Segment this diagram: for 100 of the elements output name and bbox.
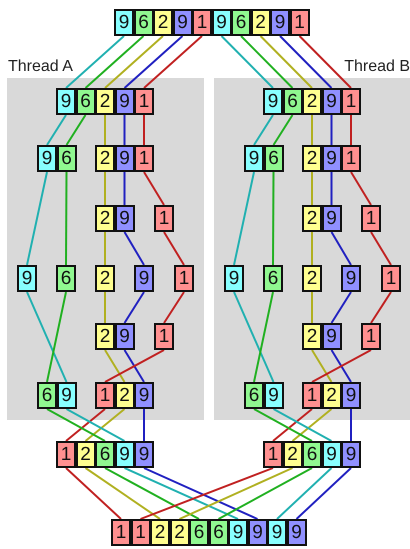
connector-line xyxy=(260,35,313,89)
digit-box: 2 xyxy=(302,265,322,292)
connector-line xyxy=(84,35,144,89)
digit-box: 6 xyxy=(37,382,57,409)
digit-box: 2 xyxy=(95,145,115,172)
digit-box: 1 xyxy=(134,88,154,115)
connector-line xyxy=(26,172,48,266)
digit-box: 9 xyxy=(56,88,76,115)
digit-box: 1 xyxy=(263,441,283,468)
digit-box: 9 xyxy=(270,9,290,36)
digit-box: 6 xyxy=(189,519,209,546)
connector-line xyxy=(104,349,164,383)
connector-line xyxy=(330,115,332,145)
connector-line xyxy=(143,115,145,145)
connector-line xyxy=(124,232,145,266)
digit-box: 2 xyxy=(114,382,134,409)
connector-line xyxy=(350,171,372,206)
connector-line xyxy=(163,291,185,324)
connector-line xyxy=(220,35,274,89)
digit-box: 6 xyxy=(282,88,302,115)
digit-box: 2 xyxy=(302,323,322,350)
connector-line xyxy=(311,349,332,383)
connector-line xyxy=(272,114,294,146)
digit-box: 9 xyxy=(264,382,284,409)
connector-line xyxy=(233,172,255,266)
connector-line xyxy=(311,115,313,145)
connector-line xyxy=(124,172,126,205)
digit-box: 9 xyxy=(172,9,192,36)
digit-box: 9 xyxy=(114,205,134,232)
connector-line xyxy=(124,467,238,520)
connector-line xyxy=(179,467,293,520)
connector-line xyxy=(104,292,106,323)
digit-box: 9 xyxy=(322,88,342,115)
digit-box: 9 xyxy=(341,382,361,409)
digit-box: 2 xyxy=(153,9,173,36)
connector-line xyxy=(143,409,145,441)
connector-line xyxy=(124,35,184,89)
digit-box: 2 xyxy=(95,265,115,292)
connector-line xyxy=(233,292,274,382)
connector-line xyxy=(273,408,332,442)
digit-box: 9 xyxy=(114,323,134,350)
digit-box: 6 xyxy=(208,519,228,546)
digit-box: 1 xyxy=(341,88,361,115)
digit-box: 6 xyxy=(134,9,154,36)
digit-box: 9 xyxy=(134,382,154,409)
digit-box: 1 xyxy=(302,382,322,409)
digit-box: 9 xyxy=(114,88,134,115)
digit-box: 1 xyxy=(174,265,194,292)
connector-line xyxy=(370,231,392,266)
connector-line xyxy=(370,291,392,324)
digit-box: 1 xyxy=(341,145,361,172)
digit-box: 1 xyxy=(154,205,174,232)
connector-line xyxy=(240,35,294,89)
connector-line xyxy=(65,35,125,89)
digit-box: 9 xyxy=(56,382,76,409)
connector-line xyxy=(65,172,68,265)
connector-line xyxy=(330,349,352,383)
connector-line xyxy=(298,35,352,89)
connector-line xyxy=(104,35,164,89)
thread-panel xyxy=(7,56,204,420)
digit-box: 9 xyxy=(267,519,287,546)
connector-line xyxy=(330,172,332,205)
panel-title: Thread B xyxy=(344,57,410,76)
digit-box: 9 xyxy=(341,265,361,292)
connector-line xyxy=(272,408,313,442)
digit-box: 6 xyxy=(95,441,115,468)
connector-line xyxy=(124,115,126,145)
connector-line xyxy=(104,232,106,265)
digit-box: 9 xyxy=(286,519,306,546)
connector-line xyxy=(254,408,312,442)
connector-line xyxy=(218,467,312,520)
connector-line xyxy=(292,408,332,442)
digit-box: 6 xyxy=(76,88,96,115)
connector-line xyxy=(104,349,126,383)
connector-line xyxy=(124,291,145,324)
digit-box: 9 xyxy=(134,265,154,292)
digit-box: 6 xyxy=(56,265,76,292)
connector-line xyxy=(330,291,352,324)
digit-box: 1 xyxy=(95,382,115,409)
thread-panel xyxy=(214,56,410,420)
digit-box: 2 xyxy=(76,441,96,468)
connector-line xyxy=(84,467,161,520)
digit-box: 9 xyxy=(248,519,268,546)
connector-line xyxy=(311,232,313,265)
digit-box: 2 xyxy=(250,9,270,36)
digit-box: 9 xyxy=(322,205,342,232)
digit-box: 9 xyxy=(212,9,232,36)
digit-box: 9 xyxy=(224,265,244,292)
digit-box: 9 xyxy=(341,441,361,468)
digit-box: 2 xyxy=(322,382,342,409)
digit-box: 1 xyxy=(111,519,131,546)
digit-box: 1 xyxy=(361,323,381,350)
digit-box: 6 xyxy=(244,382,264,409)
connector-line xyxy=(104,467,200,520)
connector-line xyxy=(84,408,126,442)
digit-box: 9 xyxy=(322,323,342,350)
connector-line xyxy=(104,115,106,145)
digit-box: 1 xyxy=(361,205,381,232)
connector-line xyxy=(65,467,122,520)
digit-box: 6 xyxy=(263,265,283,292)
